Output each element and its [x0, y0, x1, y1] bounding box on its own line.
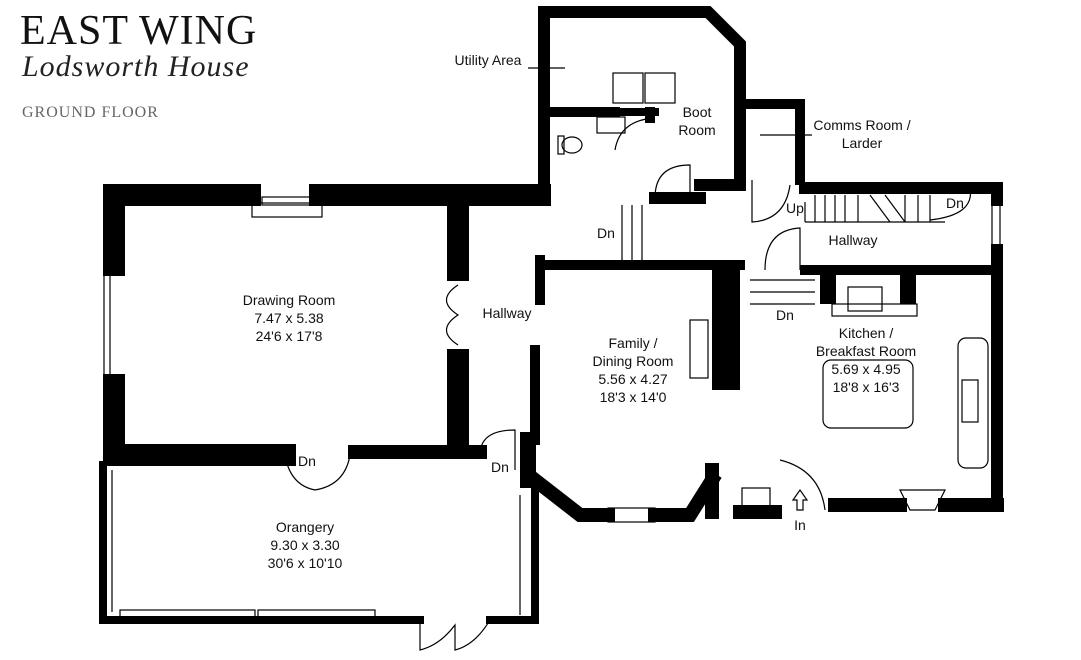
- toilet-icon: [561, 136, 583, 154]
- up-marker: Up: [786, 200, 804, 216]
- hallway-right-label: Hallway: [828, 232, 877, 248]
- orangery-imperial: 30'6 x 10'10: [268, 555, 343, 571]
- family-room-metric: 5.56 x 4.27: [598, 371, 667, 387]
- dn-marker: Dn: [597, 225, 615, 241]
- hallway-left-label: Hallway: [482, 305, 531, 321]
- kitchen-label-2: Breakfast Room: [816, 343, 916, 359]
- comms-label-1: Comms Room /: [813, 117, 910, 133]
- family-room-label-1: Family /: [609, 335, 658, 351]
- drawing-room-imperial: 24'6 x 17'8: [256, 328, 323, 344]
- floor-label: GROUND FLOOR: [22, 104, 159, 121]
- boot-room-label-1: Boot: [683, 104, 712, 120]
- dryer-icon: [644, 72, 676, 104]
- dn-marker: Dn: [298, 453, 316, 469]
- staircase: [621, 194, 945, 305]
- kitchen-sink-icon: [961, 379, 979, 423]
- dn-marker: Dn: [491, 459, 509, 475]
- orangery-label: Orangery: [276, 519, 334, 535]
- chimney-breast: [712, 262, 740, 390]
- entrance-arrow-icon: [791, 488, 809, 511]
- room-labels: Drawing Room 7.47 x 5.38 24'6 x 17'8 Ora…: [243, 52, 964, 571]
- doors: [284, 117, 972, 651]
- comms-label-2: Larder: [842, 135, 883, 151]
- kitchen-worktop: [957, 337, 989, 469]
- drawing-room-label: Drawing Room: [243, 292, 336, 308]
- boot-room-label-2: Room: [678, 122, 715, 138]
- dn-marker: Dn: [946, 195, 964, 211]
- orangery-metric: 9.30 x 3.30: [270, 537, 339, 553]
- plan-title: EAST WING: [20, 8, 258, 54]
- house-name: Lodsworth House: [22, 50, 250, 83]
- entrance-marker: In: [794, 517, 806, 533]
- fixtures: [557, 72, 989, 511]
- kitchen-island: [822, 359, 914, 429]
- family-room-imperial: 18'3 x 14'0: [600, 389, 667, 405]
- kitchen-metric: 5.69 x 4.95: [831, 361, 900, 377]
- sink-icon: [596, 116, 626, 134]
- walls: [99, 6, 1004, 624]
- kitchen-imperial: 18'8 x 16'3: [833, 379, 900, 395]
- drawing-room-metric: 7.47 x 5.38: [254, 310, 323, 326]
- kitchen-label-1: Kitchen /: [839, 325, 894, 341]
- dn-marker: Dn: [776, 307, 794, 323]
- washing-machine-icon: [612, 72, 644, 104]
- utility-label: Utility Area: [455, 52, 522, 68]
- family-room-label-2: Dining Room: [593, 353, 674, 369]
- hob-icon: [847, 286, 883, 312]
